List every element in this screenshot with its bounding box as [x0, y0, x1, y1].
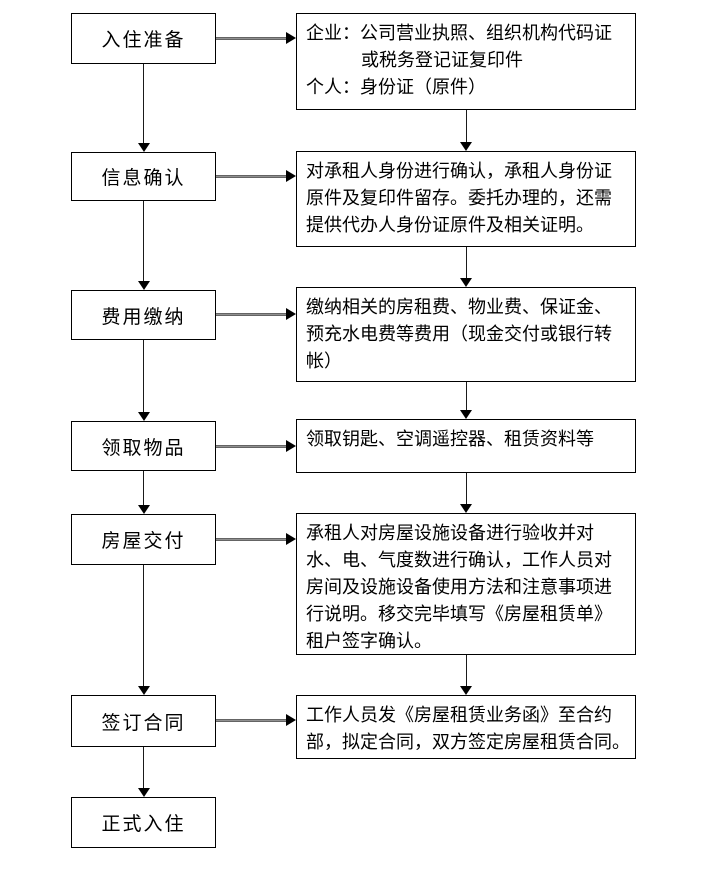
arrow-down-icon: [465, 382, 467, 410]
detail-line: 部，拟定合同，双方签定房屋租赁合同。: [306, 732, 630, 752]
arrow-right-head-icon: [286, 440, 296, 452]
detail-box-sign-contract: 工作人员发《房屋租赁业务函》至合约 部，拟定合同，双方签定房屋租赁合同。: [296, 695, 636, 759]
detail-box-house-handover: 承租人对房屋设施设备进行验收并对 水、电、气度数进行确认，工作人员对 房间及设施…: [296, 513, 636, 655]
arrow-down-icon: [465, 247, 467, 278]
arrow-down-head-icon: [137, 281, 150, 290]
detail-line: 对承租人身份进行确认，承租人身份证: [306, 161, 612, 181]
arrow-down-head-icon: [137, 505, 150, 514]
arrow-right-icon: [216, 36, 286, 40]
arrow-right-head-icon: [286, 308, 296, 320]
arrow-right-icon: [216, 537, 286, 541]
arrow-down-icon: [465, 655, 467, 686]
detail-line: 租户签字确认。: [306, 631, 432, 651]
detail-line: 企业：公司营业执照、组织机构代码证: [306, 23, 612, 43]
step-box-info-confirm: 信息确认: [71, 152, 216, 201]
arrow-down-head-icon: [460, 410, 472, 419]
step-box-house-handover: 房屋交付: [71, 514, 216, 565]
arrow-down-head-icon: [137, 788, 150, 797]
arrow-down-head-icon: [460, 142, 472, 151]
step-label: 房屋交付: [101, 531, 186, 552]
detail-box-fee-payment: 缴纳相关的房租费、物业费、保证金、 预充水电费等费用（现金交付或银行转 帐）: [296, 287, 636, 382]
detail-line: 预充水电费等费用（现金交付或银行转: [306, 324, 612, 344]
detail-line: 工作人员发《房屋租赁业务函》至合约: [306, 705, 612, 725]
step-label: 信息确认: [101, 168, 186, 189]
detail-line: 个人：身份证（原件）: [306, 77, 486, 97]
detail-line: 房间及设施设备使用方法和注意事项进: [306, 577, 612, 597]
step-label: 费用缴纳: [101, 306, 186, 328]
arrow-down-icon: [142, 201, 144, 281]
arrow-down-icon: [465, 473, 467, 504]
detail-line: 帐）: [306, 351, 342, 371]
arrow-right-icon: [216, 718, 286, 722]
arrow-down-icon: [142, 565, 144, 686]
arrow-down-icon: [142, 340, 144, 412]
arrow-down-head-icon: [460, 504, 472, 513]
detail-box-receive-items: 领取钥匙、空调遥控器、租赁资料等: [296, 419, 636, 473]
arrow-right-icon: [216, 444, 286, 448]
detail-box-preparation: 企业：公司营业执照、组织机构代码证 或税务登记证复印件 个人：身份证（原件）: [296, 13, 636, 110]
step-box-receive-items: 领取物品: [71, 421, 216, 471]
detail-line: 提供代办人身份证原件及相关证明。: [306, 215, 594, 235]
arrow-right-head-icon: [286, 32, 296, 44]
arrow-down-icon: [142, 747, 144, 788]
arrow-down-icon: [142, 471, 144, 505]
arrow-right-icon: [216, 174, 286, 178]
arrow-down-head-icon: [460, 278, 472, 287]
detail-line: 缴纳相关的房租费、物业费、保证金、: [306, 297, 612, 317]
arrow-down-head-icon: [137, 686, 150, 695]
arrow-right-head-icon: [286, 170, 296, 182]
step-box-official-move-in: 正式入住: [71, 797, 216, 848]
detail-line: 领取钥匙、空调遥控器、租赁资料等: [306, 429, 594, 449]
detail-line: 原件及复印件留存。委托办理的，还需: [306, 188, 612, 208]
detail-box-info-confirm: 对承租人身份进行确认，承租人身份证 原件及复印件留存。委托办理的，还需 提供代办…: [296, 151, 636, 247]
step-label: 签订合同: [101, 712, 186, 734]
arrow-right-head-icon: [286, 714, 296, 726]
step-box-fee-payment: 费用缴纳: [71, 290, 216, 340]
step-label: 领取物品: [101, 437, 186, 459]
arrow-down-head-icon: [137, 143, 150, 152]
arrow-right-icon: [216, 312, 286, 316]
arrow-right-head-icon: [286, 533, 296, 545]
step-label: 入住准备: [101, 30, 186, 51]
detail-line: 或税务登记证复印件: [361, 50, 523, 70]
detail-line: 承租人对房屋设施设备进行验收并对: [306, 523, 594, 543]
arrow-down-icon: [142, 64, 144, 143]
arrow-down-icon: [465, 110, 467, 142]
detail-line: 水、电、气度数进行确认，工作人员对: [306, 550, 612, 570]
detail-line: 行说明。移交完毕填写《房屋租赁单》: [306, 604, 612, 624]
step-box-preparation: 入住准备: [71, 13, 216, 64]
arrow-down-head-icon: [460, 686, 472, 695]
arrow-down-head-icon: [137, 412, 150, 421]
step-label: 正式入住: [101, 814, 186, 835]
step-box-sign-contract: 签订合同: [71, 695, 216, 747]
